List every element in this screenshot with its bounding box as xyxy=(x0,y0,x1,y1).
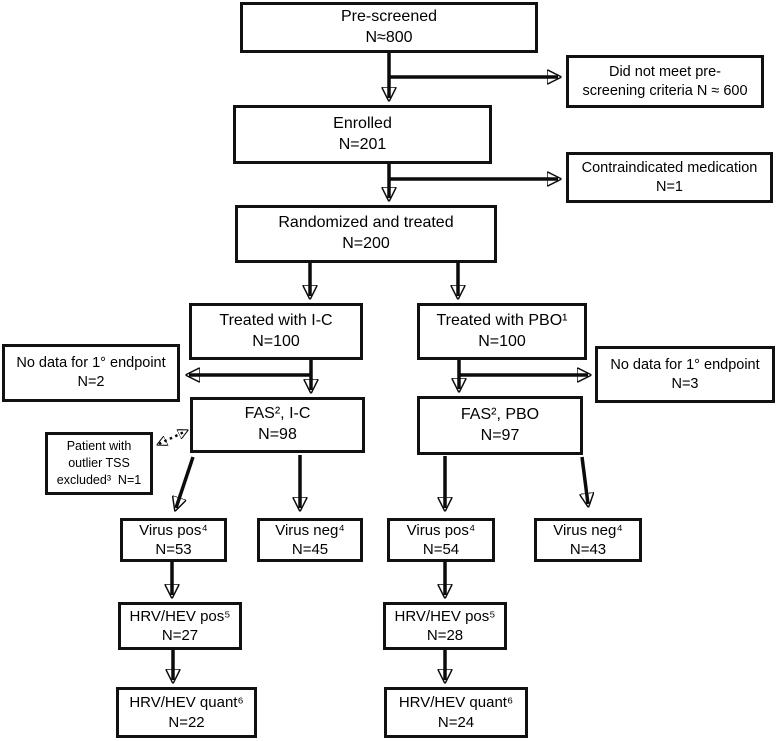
node-virus-pos-pbo-label: Virus pos⁴ xyxy=(406,521,476,539)
node-outlier-excluded-line2: outlier TSS xyxy=(68,456,130,471)
node-virus-pos-ic: Virus pos⁴ N=53 xyxy=(120,518,227,562)
node-hrv-pos-ic-label: HRV/HEV pos⁵ xyxy=(129,607,231,625)
node-fas-pbo-count: N=97 xyxy=(480,426,520,444)
node-hrv-pos-pbo: HRV/HEV pos⁵ N=28 xyxy=(383,602,507,650)
node-hrv-quant-pbo-count: N=24 xyxy=(437,713,475,731)
arrow-fas-ic-to-virus-pos xyxy=(176,456,195,508)
node-hrv-quant-ic: HRV/HEV quant⁶ N=22 xyxy=(116,687,257,738)
node-hrv-quant-pbo-label: HRV/HEV quant⁶ xyxy=(398,694,514,711)
node-virus-pos-ic-count: N=53 xyxy=(155,541,192,558)
node-fas-pbo-label: FAS², PBO xyxy=(460,405,540,423)
node-treated-pbo: Treated with PBO¹ N=100 xyxy=(417,303,587,360)
node-prescreened: Pre-screened N≈800 xyxy=(240,2,538,53)
node-hrv-pos-ic-count: N=27 xyxy=(161,627,199,644)
node-treated-pbo-label: Treated with PBO¹ xyxy=(436,311,568,329)
node-enrolled: Enrolled N=201 xyxy=(233,105,492,164)
dotted-arrow-outlier-fas-ic xyxy=(159,431,186,444)
node-contraindicated-count: N=1 xyxy=(655,178,683,195)
arrow-fas-pbo-to-virus-neg xyxy=(582,456,588,504)
node-virus-neg-ic-count: N=45 xyxy=(291,541,329,558)
node-hrv-quant-ic-count: N=22 xyxy=(168,713,205,731)
node-virus-neg-ic: Virus neg⁴ N=45 xyxy=(257,518,363,562)
node-virus-neg-pbo-label: Virus neg⁴ xyxy=(553,521,623,539)
node-no-data-right-label: No data for 1° endpoint xyxy=(610,356,760,373)
node-no-data-right: No data for 1° endpoint N=3 xyxy=(595,346,775,403)
node-virus-neg-ic-label: Virus neg⁴ xyxy=(275,521,345,539)
node-enrolled-label: Enrolled xyxy=(333,114,392,132)
node-no-data-right-count: N=3 xyxy=(671,375,699,392)
node-contraindicated-label: Contraindicated medication xyxy=(581,159,758,176)
node-did-not-meet-count: screening criteria N ≈ 600 xyxy=(582,82,748,99)
node-outlier-excluded-line3: excluded³ N=1 xyxy=(56,472,142,487)
node-randomized-count: N=200 xyxy=(342,235,390,252)
node-prescreened-count: N≈800 xyxy=(365,28,413,46)
node-no-data-left: No data for 1° endpoint N=2 xyxy=(2,344,180,402)
node-contraindicated: Contraindicated medication N=1 xyxy=(566,152,773,203)
node-enrolled-count: N=201 xyxy=(338,135,387,153)
node-fas-ic-count: N=98 xyxy=(258,426,297,443)
node-treated-ic-label: Treated with I-C xyxy=(219,311,333,329)
node-no-data-left-count: N=2 xyxy=(77,374,105,390)
node-prescreened-label: Pre-screened xyxy=(340,7,438,25)
node-treated-pbo-count: N=100 xyxy=(478,332,526,350)
node-hrv-quant-ic-label: HRV/HEV quant⁶ xyxy=(129,694,244,711)
node-virus-neg-pbo: Virus neg⁴ N=43 xyxy=(534,518,642,562)
node-hrv-pos-pbo-count: N=28 xyxy=(426,627,464,644)
node-did-not-meet-label: Did not meet pre- xyxy=(608,63,722,80)
node-hrv-quant-pbo: HRV/HEV quant⁶ N=24 xyxy=(384,687,528,738)
node-hrv-pos-ic: HRV/HEV pos⁵ N=27 xyxy=(118,602,242,650)
node-fas-pbo: FAS², PBO N=97 xyxy=(417,396,583,455)
node-treated-ic-count: N=100 xyxy=(252,332,300,350)
node-no-data-left-label: No data for 1° endpoint xyxy=(16,355,166,372)
node-randomized-label: Randomized and treated xyxy=(278,214,454,232)
node-randomized: Randomized and treated N=200 xyxy=(235,205,497,263)
node-fas-ic-label: FAS², I-C xyxy=(244,405,311,423)
node-treated-ic: Treated with I-C N=100 xyxy=(189,303,363,360)
node-virus-pos-ic-label: Virus pos⁴ xyxy=(139,521,208,539)
node-did-not-meet: Did not meet pre- screening criteria N ≈… xyxy=(566,55,764,108)
node-outlier-excluded: Patient with outlier TSS excluded³ N=1 xyxy=(45,432,153,495)
node-hrv-pos-pbo-label: HRV/HEV pos⁵ xyxy=(394,607,496,625)
node-virus-neg-pbo-count: N=43 xyxy=(569,541,607,558)
node-outlier-excluded-line1: Patient with xyxy=(66,439,132,454)
node-fas-ic: FAS², I-C N=98 xyxy=(190,397,365,453)
node-virus-pos-pbo-count: N=54 xyxy=(422,541,460,558)
node-virus-pos-pbo: Virus pos⁴ N=54 xyxy=(387,518,495,562)
